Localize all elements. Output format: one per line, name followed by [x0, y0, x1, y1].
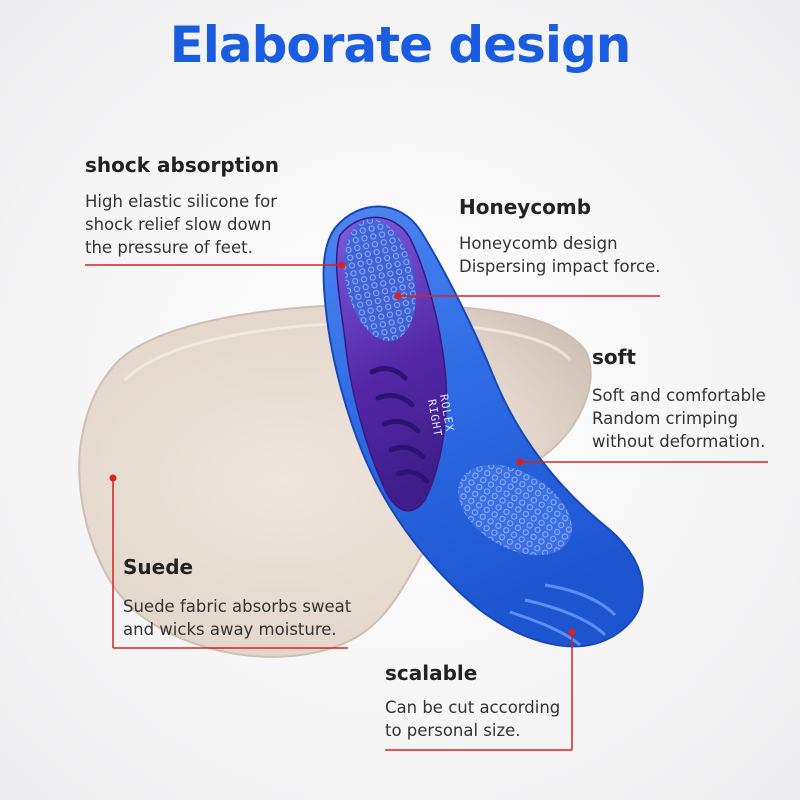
desc-line: Soft and comfortable	[592, 386, 766, 405]
feature-title-soft: soft	[592, 345, 636, 369]
callout-lines	[85, 264, 768, 751]
desc-line: Random crimping	[592, 409, 739, 428]
desc-line: without deformation.	[592, 432, 766, 451]
desc-line: High elastic silicone for	[85, 192, 278, 211]
feature-title-shock-absorption: shock absorption	[85, 153, 280, 177]
desc-line: Suede fabric absorbs sweat	[123, 597, 352, 616]
feature-desc-suede: Suede fabric absorbs sweat and wicks awa…	[123, 595, 351, 641]
feature-title-suede: Suede	[123, 555, 194, 579]
desc-line: Honeycomb design	[459, 234, 618, 253]
desc-line: and wicks away moisture.	[123, 620, 337, 639]
feature-title-honeycomb: Honeycomb	[459, 195, 592, 219]
desc-line: Dispersing impact force.	[459, 257, 661, 276]
desc-line: to personal size.	[385, 721, 521, 740]
feature-desc-honeycomb: Honeycomb design Dispersing impact force…	[459, 232, 660, 278]
desc-line: Can be cut according	[385, 698, 561, 717]
feature-desc-scalable: Can be cut according to personal size.	[385, 696, 560, 742]
feature-desc-shock-absorption: High elastic silicone for shock relief s…	[85, 190, 277, 259]
page-title: Elaborate design	[169, 16, 632, 74]
feature-title-scalable: scalable	[385, 661, 478, 685]
desc-line: shock relief slow down	[85, 215, 272, 234]
desc-line: the pressure of feet.	[85, 238, 253, 257]
feature-desc-soft: Soft and comfortable Random crimping wit…	[592, 384, 766, 453]
callout-dots	[109, 261, 576, 636]
